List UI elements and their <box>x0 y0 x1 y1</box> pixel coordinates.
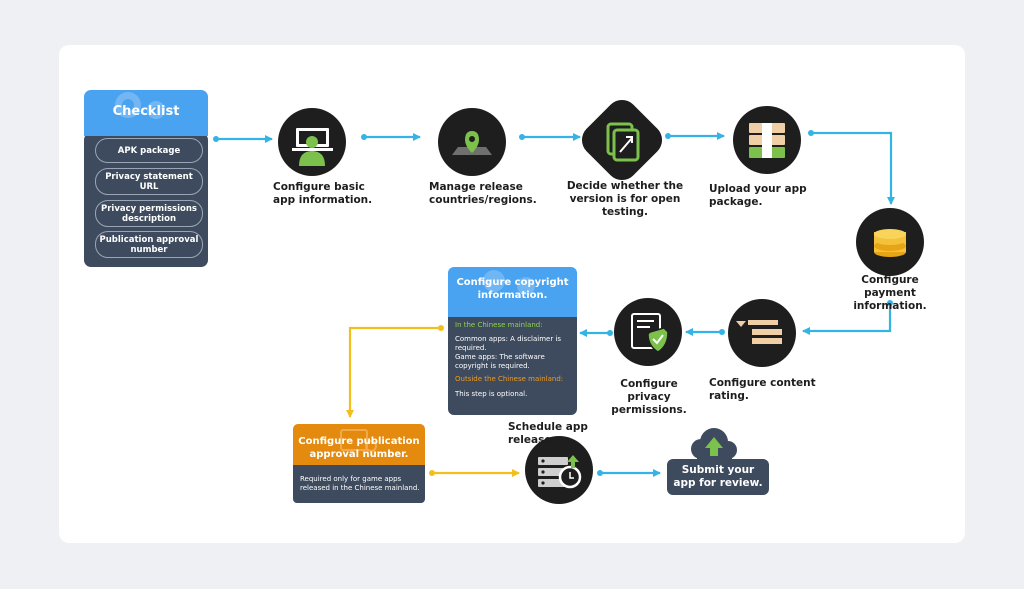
privacy-shield-icon <box>614 298 682 366</box>
step-label-payment: Configure payment information. <box>853 274 927 312</box>
submit-box <box>667 459 769 495</box>
step-label-basic-info: Configure basic app information. <box>273 181 373 206</box>
publication-note: Required only for game apps released in … <box>300 475 420 492</box>
step-label-countries: Manage release countries/regions. <box>429 181 537 206</box>
checklist-item: Privacy permissions description <box>95 200 203 227</box>
copyright-common-apps: Common apps: A disclaimer is required. <box>455 335 562 352</box>
step-label-upload: Upload your app package. <box>709 183 807 208</box>
checklist-title: Checklist <box>112 104 180 119</box>
map-pin-icon <box>438 108 506 176</box>
arrows-yellow <box>346 325 520 477</box>
content-rating-icon <box>728 299 796 367</box>
presentation-board-icon <box>278 108 346 176</box>
coins-icon <box>856 208 924 276</box>
step-label-submit: Submit your app for review. <box>673 464 763 489</box>
gear-icon <box>115 92 165 119</box>
publication-title: Configure publication approval number. <box>298 436 420 460</box>
server-clock-icon <box>525 436 593 504</box>
checklist-item: APK package <box>95 138 203 163</box>
step-label-privacy: Configure privacy permissions. <box>611 378 687 416</box>
cloud-upload-icon <box>691 428 737 459</box>
copyright-title: Configure copyright information. <box>456 277 569 301</box>
arrows-blue <box>213 130 895 477</box>
open-testing-icon <box>581 99 663 181</box>
copyright-mainland-heading: In the Chinese mainland: <box>455 321 543 329</box>
copyright-optional: This step is optional. <box>455 390 528 398</box>
checklist-item: Privacy statement URL <box>95 168 203 195</box>
step-label-schedule: Schedule app release. <box>508 421 588 446</box>
checklist-item: Publication approval number <box>95 231 203 258</box>
app-package-icon <box>733 106 801 174</box>
step-label-content-rating: Configure content rating. <box>709 377 816 402</box>
copyright-outside-heading: Outside the Chinese mainland: <box>455 375 564 383</box>
step-label-open-testing: Decide whether the version is for open t… <box>566 180 684 218</box>
copyright-box <box>448 267 577 415</box>
copyright-game-apps: Game apps: The software copyright is req… <box>455 353 545 370</box>
publication-box <box>293 424 425 503</box>
